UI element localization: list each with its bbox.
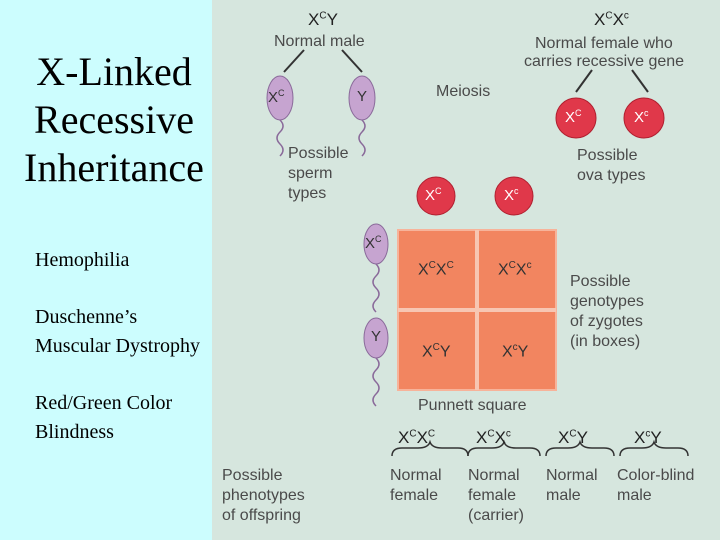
male-branch-left	[283, 49, 305, 73]
ovum-xlc-label: Xc	[634, 108, 649, 126]
sperm-y-tail	[358, 119, 366, 157]
title-line-3: Inheritance	[24, 145, 204, 190]
disease-muscular-dystrophy: Duschenne’s Muscular Dystrophy	[35, 306, 200, 357]
brace-2	[467, 439, 541, 457]
disease-hemophilia: Hemophilia	[35, 249, 130, 271]
diagram-graphics	[266, 49, 689, 457]
punnett-ovum-xlc	[494, 176, 534, 216]
punnett-sperm-y-label: Y	[371, 328, 382, 345]
cell-xcxlc: XCXc	[498, 260, 532, 279]
female-branch-right	[631, 69, 649, 93]
brace-4	[619, 439, 689, 457]
punnett-sperm-xc-tail	[372, 263, 380, 313]
sperm-y-label: Y	[357, 88, 368, 105]
punnett-ovum-xc-label: XC	[425, 186, 442, 204]
punnett-sperm-xc-label: XC	[365, 234, 382, 252]
male-genotype: XCY	[308, 10, 338, 29]
female-label-2: carries recessive gene	[524, 53, 685, 70]
male-label: Normal male	[274, 33, 365, 50]
brace-1	[391, 439, 469, 457]
inheritance-diagram: XCY Normal male XCXc Normal female who c…	[212, 0, 720, 540]
cell-xcy: XCY	[422, 342, 451, 361]
cell-xlcy: XcY	[502, 342, 529, 361]
female-label-1: Normal female who	[535, 35, 673, 52]
offspring-2-genotype: XCXc	[476, 428, 511, 447]
ovum-xc-label: XC	[565, 108, 582, 126]
ovum-xlc-top	[623, 97, 665, 139]
title-line-2: Recessive	[34, 97, 194, 142]
punnett-label: Punnett square	[418, 397, 527, 414]
punnett-sperm-y-tail	[372, 357, 380, 407]
punnett-ovum-xlc-label: Xc	[504, 186, 519, 204]
title-line-1: X-Linked	[36, 49, 192, 94]
sperm-xc-label: XC	[268, 88, 285, 106]
female-genotype: XCXc	[594, 10, 629, 29]
meiosis-label: Meiosis	[436, 83, 491, 100]
offspring-1-genotype: XCXC	[398, 428, 436, 447]
disease-list: Hemophilia Duschenne’s Muscular Dystroph…	[35, 246, 215, 475]
sperm-xc-tail	[276, 119, 284, 157]
slide-title: X-Linked Recessive Inheritance	[0, 48, 228, 192]
offspring-3-genotype: XCY	[558, 428, 588, 447]
ovum-xc-top	[555, 97, 597, 139]
offspring-4-genotype: XcY	[634, 428, 662, 447]
female-branch-left	[575, 69, 593, 93]
male-branch-right	[341, 49, 363, 73]
punnett-ovum-xc	[416, 176, 456, 216]
disease-color-blindness: Red/Green Color Blindness	[35, 392, 173, 443]
cell-xcxc: XCXC	[418, 260, 454, 279]
brace-3	[545, 439, 615, 457]
